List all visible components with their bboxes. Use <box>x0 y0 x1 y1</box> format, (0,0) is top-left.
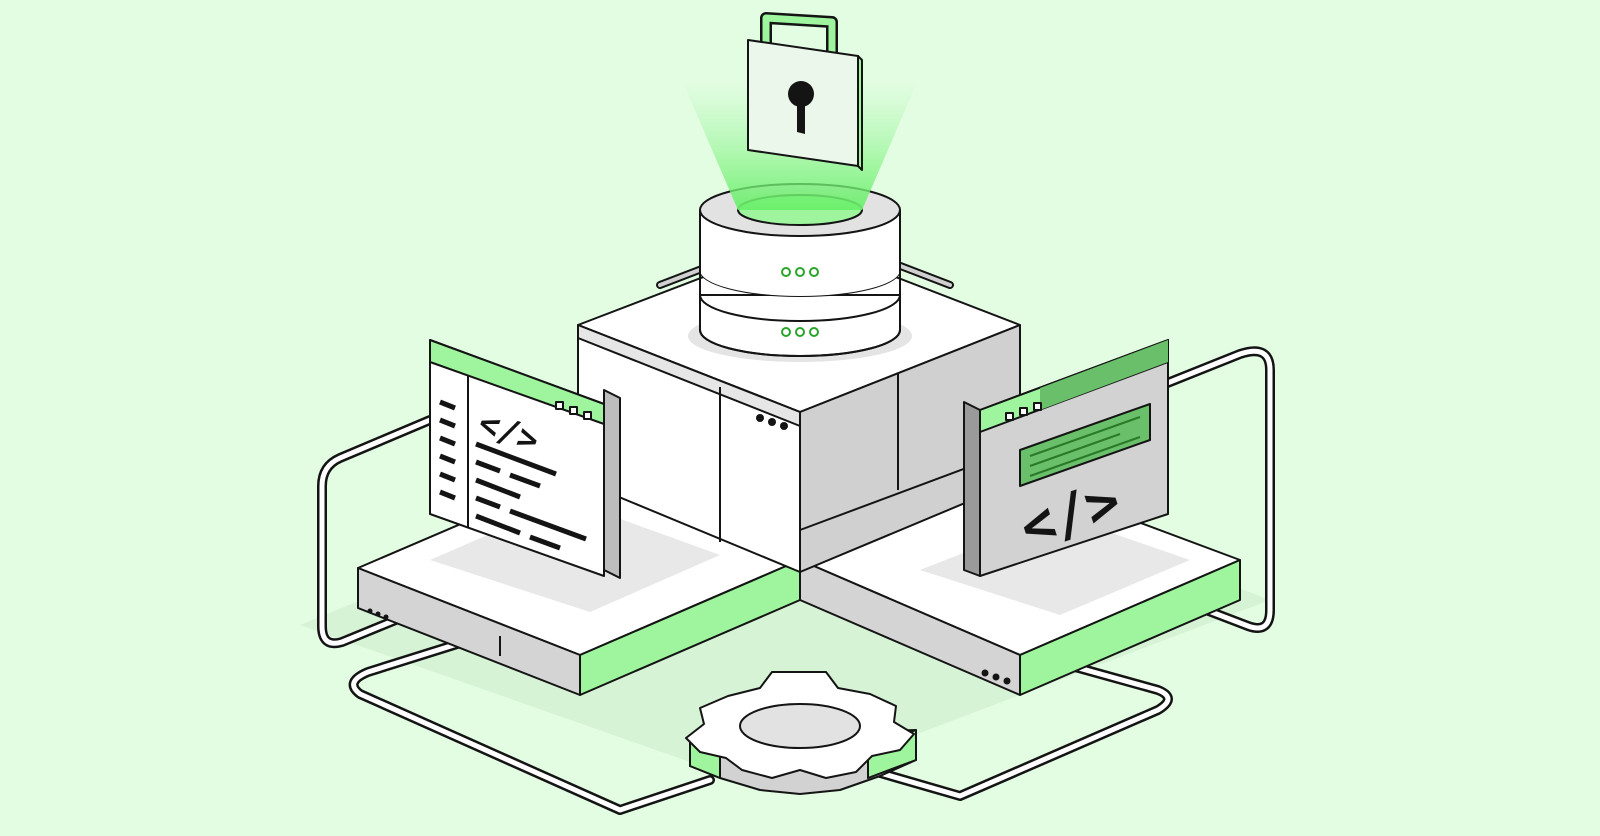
browser-code-window-icon: </> <box>963 339 1169 577</box>
gear-hole <box>739 703 861 749</box>
platform-right-led-dots <box>981 669 1011 685</box>
right-window-side <box>963 401 981 577</box>
left-window-side <box>603 389 621 579</box>
left-window-gutter-lines <box>439 399 456 501</box>
connection-cables <box>317 346 1275 815</box>
database-status-dots-upper <box>781 267 819 277</box>
gear-icon <box>685 671 917 795</box>
padlock-with-keyhole-icon <box>747 12 863 171</box>
database-status-dots-lower <box>781 327 819 337</box>
left-window-code-lines <box>475 441 587 551</box>
keyhole-icon <box>788 81 814 107</box>
platform-left-led-dots <box>367 608 389 620</box>
right-window-controls <box>1005 402 1042 421</box>
code-editor-window-icon: </> <box>429 339 621 579</box>
right-window-highlight-lines <box>1029 416 1141 477</box>
left-window-controls <box>555 401 592 420</box>
server-led-dots <box>756 414 788 430</box>
database-cylinder-icon <box>688 183 912 362</box>
